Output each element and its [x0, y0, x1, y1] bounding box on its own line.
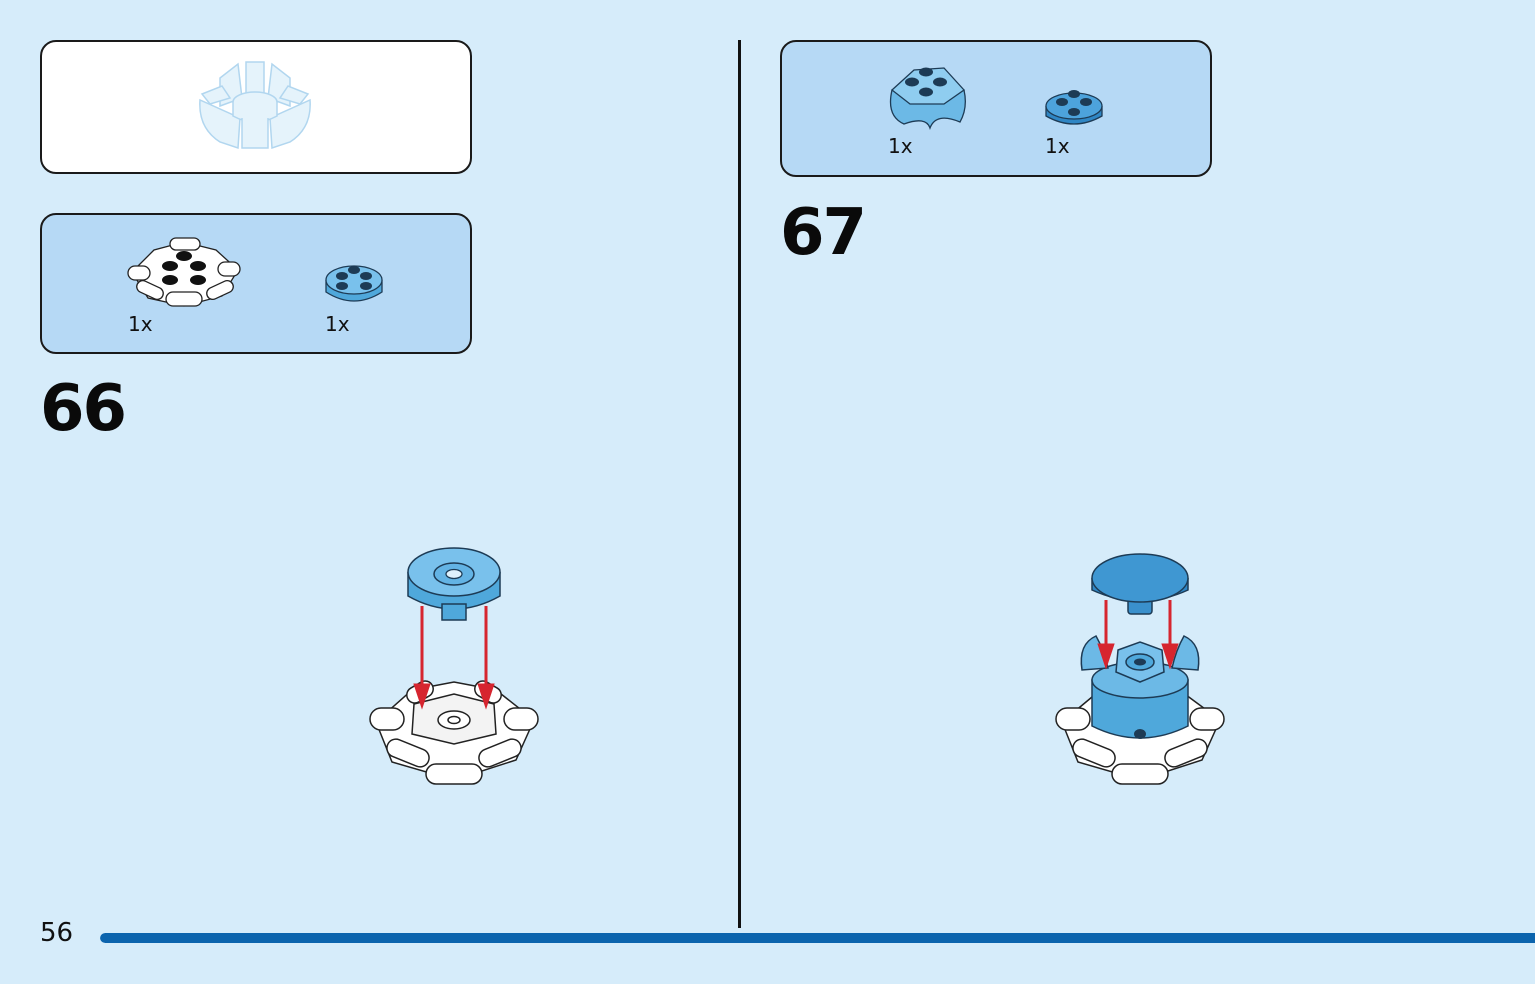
assembly-step-66-icon [369, 547, 539, 785]
curved-plate-blue-icon [889, 67, 966, 130]
part-qty-curved-plate: 1x [888, 134, 913, 158]
step-number-67: 67 [780, 196, 867, 270]
submodel-preview-icon [199, 61, 311, 150]
part-qty-hub: 1x [128, 312, 153, 336]
round-plate-blue-icon [1045, 90, 1103, 125]
progress-bar [100, 933, 1535, 943]
progress-bar-fill [100, 933, 1535, 943]
round-plate-2x2-blue-icon [325, 265, 383, 302]
assembly-step-67-icon [1055, 553, 1225, 785]
white-hub-with-bars-icon [127, 237, 241, 307]
part-qty-round-plate-2: 1x [1045, 134, 1070, 158]
parts-list-67 [780, 40, 1212, 177]
step-number-66: 66 [40, 372, 127, 446]
page-divider [738, 40, 741, 928]
parts-list-66 [40, 213, 472, 354]
page-number: 56 [40, 918, 74, 948]
part-qty-round-plate: 1x [325, 312, 350, 336]
